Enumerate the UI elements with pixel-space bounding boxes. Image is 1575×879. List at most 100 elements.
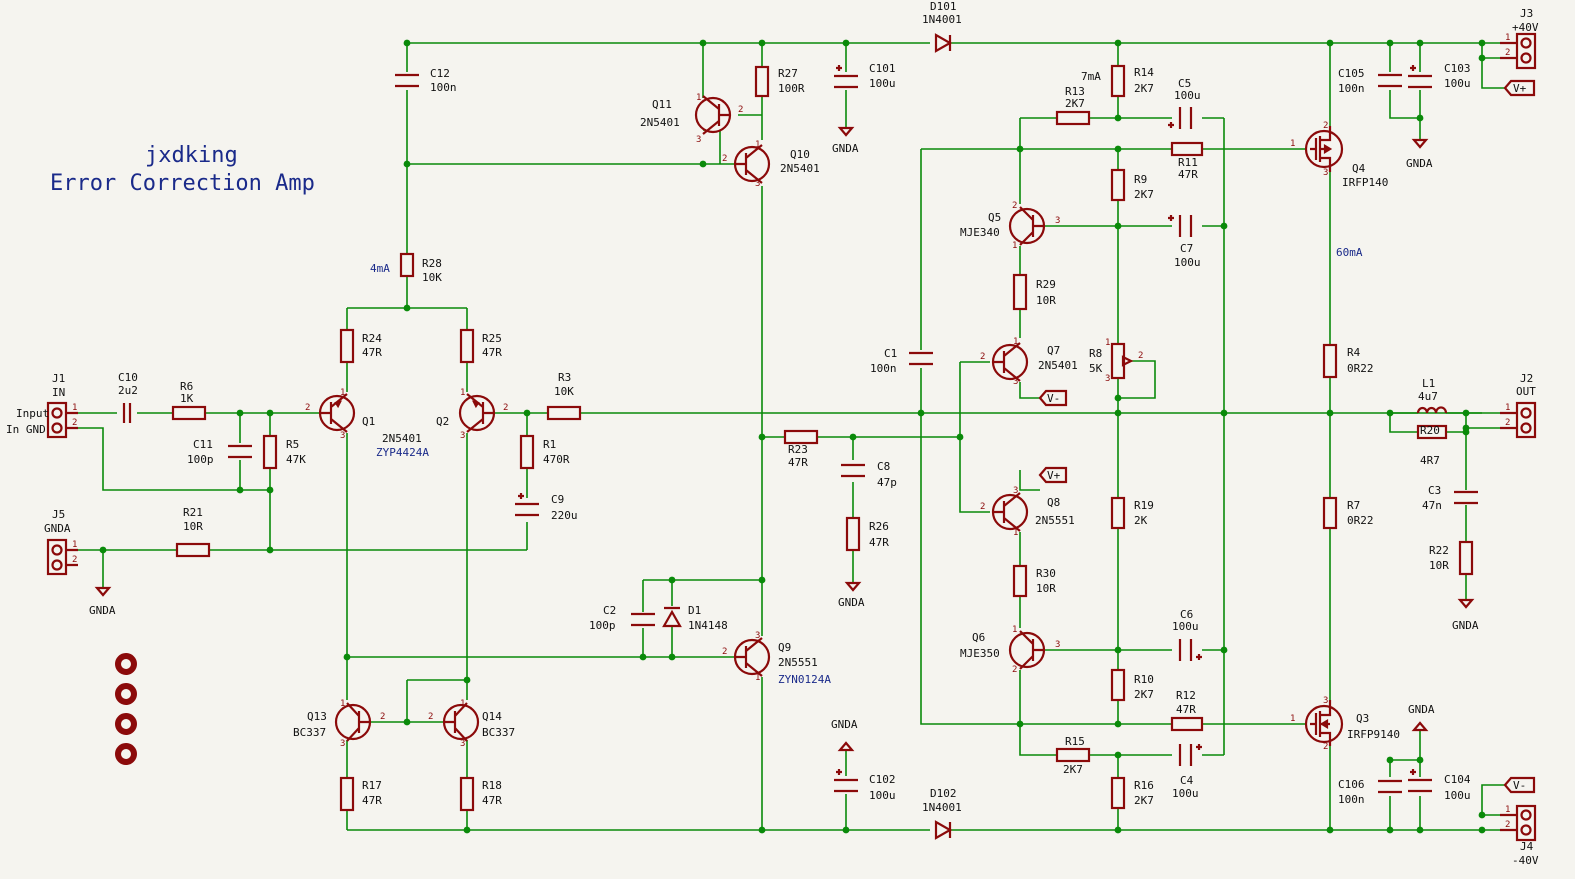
svg-text:2: 2 [428, 712, 433, 722]
flag-vminus: V- [1513, 779, 1526, 792]
val-q14: BC337 [482, 726, 515, 739]
mosfet-q4 [1304, 126, 1344, 172]
val-j1: IN [52, 386, 65, 399]
svg-text:3: 3 [755, 179, 760, 189]
resistor-r17 [339, 776, 355, 812]
capacitors [122, 65, 1478, 794]
transistor-q14 [442, 702, 480, 742]
svg-text:2: 2 [722, 154, 727, 164]
gnda-label: GNDA [1406, 157, 1433, 170]
ref-r1: R1 [543, 438, 556, 451]
resistor-r27 [754, 65, 770, 98]
connector-j2 [1515, 401, 1537, 439]
val-r4: 0R22 [1347, 362, 1374, 375]
capacitor-c102 [834, 769, 858, 793]
val-r24: 47R [362, 346, 382, 359]
connector-j1 [46, 401, 68, 439]
mounting-holes [115, 653, 137, 765]
title-block: jxdking Error Correction Amp [50, 143, 315, 196]
capacitor-c7 [1168, 215, 1193, 237]
flag-vplus: V+ [1047, 469, 1061, 482]
vplus-flag-j3 [1503, 79, 1536, 97]
val-r21: 10R [183, 520, 203, 533]
val-c105: 100n [1338, 82, 1365, 95]
resistor-r1 [519, 434, 535, 470]
author-title: jxdking [145, 143, 238, 168]
val-r3: 10K [554, 385, 574, 398]
mounting-hole [115, 713, 137, 735]
val-q1-q2: 2N5401 [382, 432, 422, 445]
svg-text:1: 1 [340, 699, 345, 709]
gnda-symbol-c103 [1411, 138, 1429, 149]
val-j3: +40V [1512, 21, 1539, 34]
ref-c101: C101 [869, 62, 896, 75]
connector-j5 [46, 538, 68, 576]
ref-q4: Q4 [1352, 162, 1366, 175]
svg-text:3: 3 [1323, 696, 1328, 706]
val-r30: 10R [1036, 582, 1056, 595]
resistor-r11 [1170, 141, 1204, 157]
svg-text:2: 2 [380, 712, 385, 722]
resistor-r26 [845, 516, 861, 552]
current-q4: 60mA [1336, 246, 1363, 259]
val-c101: 100u [869, 77, 896, 90]
capacitor-c1 [909, 351, 933, 366]
val-c8: 47p [877, 476, 897, 489]
val-d1: 1N4148 [688, 619, 728, 632]
ground-symbols [94, 126, 1475, 752]
ref-r23: R23 [788, 443, 808, 456]
svg-text:2: 2 [1323, 742, 1328, 752]
gnda-label: GNDA [838, 596, 865, 609]
val-j5: GNDA [44, 522, 71, 535]
val-r12: 47R [1176, 703, 1196, 716]
svg-text:2: 2 [1012, 201, 1017, 211]
ref-c12: C12 [430, 67, 450, 80]
gnda-label: GNDA [1408, 703, 1435, 716]
svg-text:2: 2 [72, 418, 77, 428]
flag-vminus: V- [1047, 392, 1060, 405]
svg-text:3: 3 [1105, 374, 1110, 384]
gnda-label: GNDA [1452, 619, 1479, 632]
resistor-r23 [783, 429, 819, 445]
val-r26: 47R [869, 536, 889, 549]
vminus-flag-j4 [1503, 776, 1536, 794]
current-r14: 7mA [1081, 70, 1101, 83]
ref-d1: D1 [688, 604, 701, 617]
val-c5: 100u [1174, 89, 1201, 102]
capacitor-c11 [228, 444, 252, 459]
val-r23: 47R [788, 456, 808, 469]
val-r27: 100R [778, 82, 805, 95]
ref-c103: C103 [1444, 62, 1471, 75]
val-q13: BC337 [293, 726, 326, 739]
val-c9: 220u [551, 509, 578, 522]
transistor-q8 [991, 492, 1029, 532]
val-c2: 100p [589, 619, 616, 632]
val-q11: 2N5401 [640, 116, 680, 129]
transistors [318, 95, 1344, 746]
ref-r12: R12 [1176, 689, 1196, 702]
svg-text:3: 3 [1013, 377, 1018, 387]
connector-j3 [1515, 32, 1537, 70]
svg-text:2: 2 [1505, 820, 1510, 830]
ref-r16: R16 [1134, 779, 1154, 792]
trimmer-wiper-r8 [1121, 355, 1134, 367]
ref-j3: J3 [1520, 7, 1533, 20]
ref-c8: C8 [877, 460, 890, 473]
vminus-flag-q7 [1038, 389, 1068, 407]
svg-text:3: 3 [696, 135, 701, 145]
svg-text:3: 3 [1013, 486, 1018, 496]
ref-q2: Q2 [436, 415, 449, 428]
ref-r5: R5 [286, 438, 299, 451]
capacitor-c104 [1408, 769, 1432, 793]
svg-text:1: 1 [1290, 714, 1295, 724]
flag-vplus: V+ [1513, 82, 1527, 95]
val-r18: 47R [482, 794, 502, 807]
val-r28: 10K [422, 271, 442, 284]
val-c4: 100u [1172, 787, 1199, 800]
transistor-q5 [1008, 206, 1046, 246]
ref-q10: Q10 [790, 148, 810, 161]
ref-j2: J2 [1520, 372, 1533, 385]
ref-q5: Q5 [988, 211, 1001, 224]
ref-c104: C104 [1444, 773, 1471, 786]
resistor-r21 [175, 542, 211, 558]
